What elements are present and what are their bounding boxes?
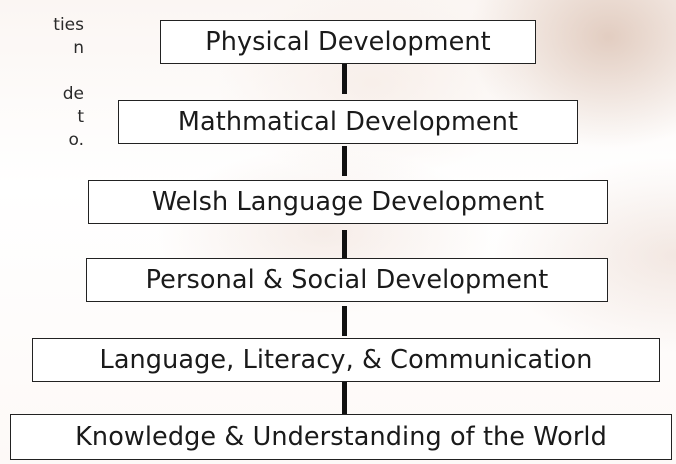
side-text-line: ties: [53, 15, 84, 35]
side-text-line: n: [73, 38, 84, 58]
box-physical-development: Physical Development: [160, 20, 536, 64]
box-welsh-language-development: Welsh Language Development: [88, 180, 608, 224]
connector-line: [342, 64, 347, 94]
partial-side-text: ties n de t o.: [0, 14, 84, 152]
side-text-gap: [0, 60, 84, 83]
connector-line: [342, 146, 347, 176]
box-personal-social-development: Personal & Social Development: [86, 258, 608, 302]
box-language-literacy-communication: Language, Literacy, & Communication: [32, 338, 660, 382]
side-text-line: o.: [68, 130, 84, 150]
side-text-line: t: [77, 107, 84, 127]
side-text-line: de: [62, 84, 84, 104]
box-knowledge-understanding-world: Knowledge & Understanding of the World: [10, 414, 672, 460]
box-mathmatical-development: Mathmatical Development: [118, 100, 578, 144]
connector-line: [342, 382, 347, 414]
connector-line: [342, 306, 347, 336]
connector-line: [342, 230, 347, 260]
